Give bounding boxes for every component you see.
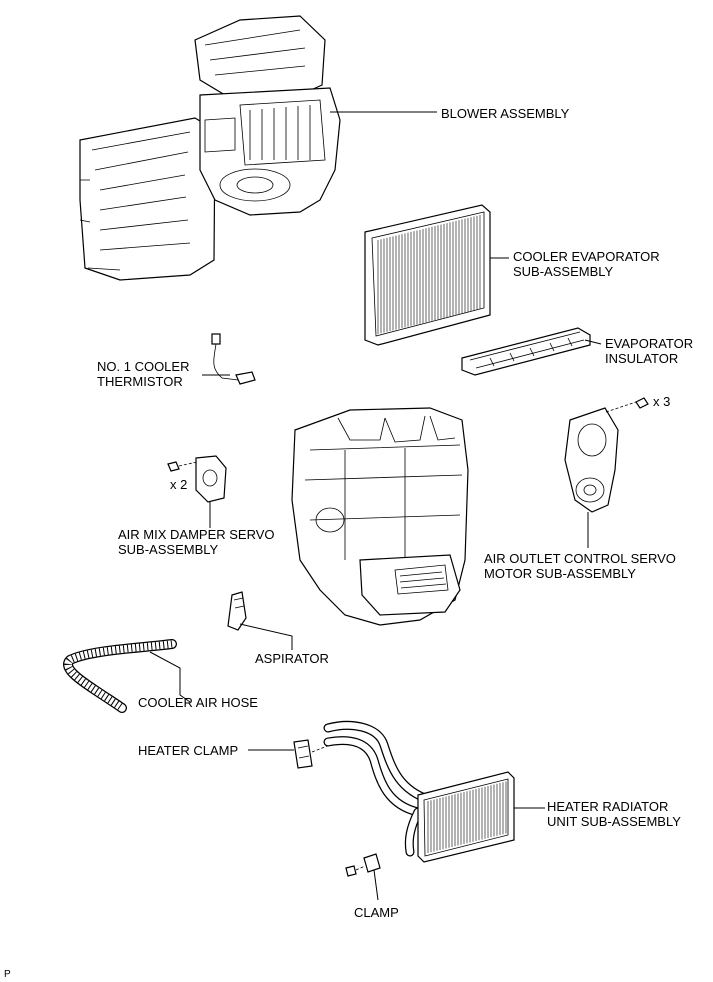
label-air-hose-text: COOLER AIR HOSE — [138, 695, 258, 710]
label-outlet-line1: AIR OUTLET CONTROL SERVO — [484, 551, 676, 566]
label-qty-x2-text: x 2 — [170, 477, 188, 492]
cooler-evaporator-illustration — [364, 204, 491, 346]
label-aspirator: ASPIRATOR — [255, 651, 329, 666]
label-outlet-line2: MOTOR SUB-ASSEMBLY — [484, 566, 636, 581]
leader-aspirator — [239, 623, 293, 650]
label-airmix-line1: AIR MIX DAMPER SERVO — [118, 527, 275, 542]
air-outlet-servo-illustration — [564, 397, 649, 513]
air-mix-servo-illustration — [167, 455, 227, 503]
heater-clamp-illustration — [293, 739, 313, 769]
page-mark: P — [4, 967, 11, 982]
label-insulator-line1: EVAPORATOR — [605, 336, 694, 351]
label-thermistor-line1: NO. 1 COOLER — [97, 359, 190, 374]
label-blower-assembly: BLOWER ASSEMBLY — [441, 106, 569, 121]
blower-assembly-illustration — [79, 15, 341, 281]
leader-clamp — [373, 869, 379, 901]
clamp-illustration — [345, 853, 381, 877]
page-mark-text: P — [4, 969, 11, 980]
label-thermistor: NO. 1 COOLER THERMISTOR — [97, 359, 189, 389]
label-cooler-air-hose: COOLER AIR HOSE — [138, 695, 258, 710]
label-evaporator-line2: SUB-ASSEMBLY — [513, 264, 614, 279]
label-thermistor-line2: THERMISTOR — [97, 374, 183, 389]
ac-unit-case-illustration — [291, 407, 469, 626]
label-airmix-line2: SUB-ASSEMBLY — [118, 542, 219, 557]
label-blower-text: BLOWER ASSEMBLY — [441, 106, 570, 121]
label-evaporator-line1: COOLER EVAPORATOR — [513, 249, 660, 264]
label-qty-x3-text: x 3 — [653, 394, 671, 409]
label-insulator-line2: INSULATOR — [605, 351, 679, 366]
dashed-guide-x2 — [178, 461, 198, 467]
label-radiator-line1: HEATER RADIATOR — [547, 799, 669, 814]
label-qty-x3: x 3 — [653, 394, 670, 409]
leader-insulator — [584, 339, 602, 345]
label-air-mix-damper-servo: AIR MIX DAMPER SERVO SUB-ASSEMBLY — [118, 527, 275, 557]
label-aspirator-text: ASPIRATOR — [255, 651, 329, 666]
dashed-guide-x3 — [605, 401, 637, 413]
label-air-outlet-servo: AIR OUTLET CONTROL SERVO MOTOR SUB-ASSEM… — [484, 551, 676, 581]
heater-radiator-illustration — [323, 721, 515, 863]
label-clamp: CLAMP — [354, 905, 399, 920]
cooler-air-hose-illustration — [63, 639, 177, 713]
label-radiator-line2: UNIT SUB-ASSEMBLY — [547, 814, 681, 829]
evaporator-insulator-illustration — [461, 327, 591, 376]
dashed-guide-clamp — [355, 865, 366, 871]
label-heater-clamp: HEATER CLAMP — [138, 743, 238, 758]
label-evaporator-insulator: EVAPORATOR INSULATOR — [605, 336, 693, 366]
label-heater-radiator: HEATER RADIATOR UNIT SUB-ASSEMBLY — [547, 799, 681, 829]
label-cooler-evaporator: COOLER EVAPORATOR SUB-ASSEMBLY — [513, 249, 660, 279]
label-clamp-text: CLAMP — [354, 905, 399, 920]
label-qty-x2: x 2 — [170, 477, 187, 492]
label-heater-clamp-text: HEATER CLAMP — [138, 743, 239, 758]
thermistor-illustration — [211, 333, 256, 385]
leader-air-hose — [149, 651, 191, 703]
